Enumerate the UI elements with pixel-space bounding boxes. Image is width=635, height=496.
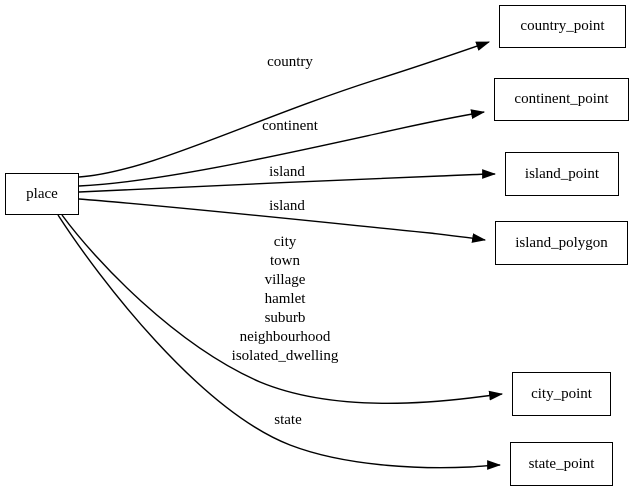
node-island-point[interactable]: island_point — [505, 152, 619, 196]
edge-label-state: state — [274, 412, 302, 428]
edge-island-point-path[interactable] — [78, 169, 497, 193]
edge-label-island-point: island — [269, 164, 305, 180]
edges-group — [57, 41, 504, 470]
edge-label-country: country — [267, 54, 313, 70]
node-state-point[interactable]: state_point — [510, 442, 613, 486]
edge-island-polygon-path[interactable] — [78, 198, 487, 243]
node-continent-point[interactable]: continent_point — [494, 78, 629, 121]
edge-state-path[interactable] — [57, 214, 502, 470]
node-place[interactable]: place — [5, 173, 79, 215]
node-city-point[interactable]: city_point — [512, 372, 611, 416]
edge-label-island-polygon: island — [269, 198, 305, 214]
edge-label-city-group: city town village hamlet suburb neighbou… — [231, 234, 339, 364]
edge-country-path[interactable] — [78, 41, 491, 178]
edge-label-continent: continent — [262, 118, 318, 134]
node-country-point[interactable]: country_point — [499, 5, 626, 48]
edge-city-path[interactable] — [61, 214, 504, 405]
node-island-polygon[interactable]: island_polygon — [495, 221, 628, 265]
edge-continent-path[interactable] — [78, 109, 486, 187]
